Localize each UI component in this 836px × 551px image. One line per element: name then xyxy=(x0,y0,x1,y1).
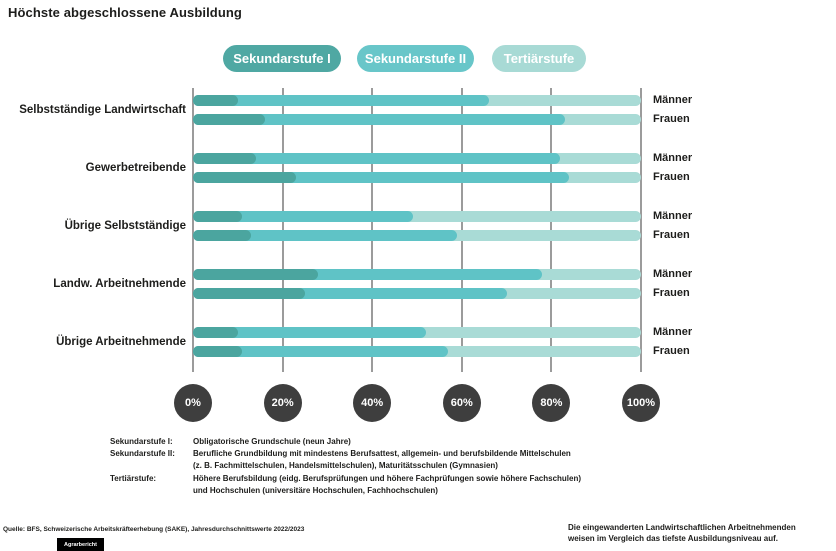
bar-segment-sekundarstufe-ii xyxy=(193,114,565,125)
legend-pill-sekundarstufe-1[interactable]: Sekundarstufe I xyxy=(223,45,341,72)
footnote-definition: Höhere Berufsbildung (eidg. Berufsprüfun… xyxy=(193,474,582,495)
footnote-definition: Obligatorische Grundschule (neun Jahre) xyxy=(193,437,351,446)
bar-segment-sekundarstufe-i xyxy=(193,269,319,280)
stacked-bar-5-männer xyxy=(193,327,641,338)
bar-segment-sekundarstufe-ii xyxy=(193,346,449,357)
bar-segment-sekundarstufe-i xyxy=(193,288,305,299)
gender-label-frauen: Frauen xyxy=(653,113,690,125)
axis-tick-20%: 20% xyxy=(263,384,302,422)
stacked-bar-3-männer xyxy=(193,211,641,222)
legend-pill-sekundarstufe-2[interactable]: Sekundarstufe II xyxy=(357,45,474,72)
category-label: Selbstständige Landwirtschaft xyxy=(19,104,186,116)
bar-segment-sekundarstufe-ii xyxy=(193,172,570,183)
gender-label-frauen: Frauen xyxy=(653,287,690,299)
legend-label: Tertiärstufe xyxy=(503,51,575,66)
category-label: Landw. Arbeitnehmende xyxy=(53,278,186,290)
stacked-bar-2-frauen xyxy=(193,172,641,183)
footnote-definition: Berufliche Grundbildung mit mindestens B… xyxy=(193,449,571,470)
bar-segment-sekundarstufe-i xyxy=(193,327,238,338)
gender-label-männer: Männer xyxy=(653,210,693,222)
footnote-term: Tertiärstufe: xyxy=(110,474,157,483)
gender-label-frauen: Frauen xyxy=(653,171,690,183)
stacked-bar-4-männer xyxy=(193,269,641,280)
legend-pill-tertiaerstufe[interactable]: Tertiärstufe xyxy=(492,45,586,72)
legend-label: Sekundarstufe II xyxy=(364,51,467,66)
gender-label-männer: Männer xyxy=(653,326,693,338)
page-title: Höchste abgeschlossene Ausbildung xyxy=(8,5,242,20)
stacked-bar-3-frauen xyxy=(193,230,641,241)
bar-segment-sekundarstufe-ii xyxy=(193,211,413,222)
gender-label-frauen: Frauen xyxy=(653,345,690,357)
category-label: Übrige Selbstständige xyxy=(64,220,186,232)
bar-segment-sekundarstufe-i xyxy=(193,153,256,164)
axis-tick-40%: 40% xyxy=(353,384,392,422)
bar-segment-sekundarstufe-i xyxy=(193,95,238,106)
bar-segment-sekundarstufe-ii xyxy=(193,95,489,106)
category-label: Übrige Arbeitnehmende xyxy=(56,336,186,348)
gridline-100% xyxy=(640,88,642,372)
gender-label-frauen: Frauen xyxy=(653,229,690,241)
gender-label-männer: Männer xyxy=(653,152,693,164)
stacked-bar-1-frauen xyxy=(193,114,641,125)
bar-segment-sekundarstufe-ii xyxy=(193,153,561,164)
gender-label-männer: Männer xyxy=(653,94,693,106)
bar-segment-sekundarstufe-ii xyxy=(193,288,507,299)
logo-text: Agrarbericht xyxy=(63,541,97,548)
gridline-0% xyxy=(192,88,194,372)
stacked-bar-5-frauen xyxy=(193,346,641,357)
axis-tick-0%: 0% xyxy=(174,384,212,422)
gender-label-männer: Männer xyxy=(653,268,693,280)
bar-segment-sekundarstufe-i xyxy=(193,114,265,125)
footnote-term: Sekundarstufe II: xyxy=(110,449,175,458)
axis-tick-60%: 60% xyxy=(442,384,481,422)
bar-segment-sekundarstufe-i xyxy=(193,172,297,183)
bar-segment-sekundarstufe-i xyxy=(193,211,243,222)
bar-segment-sekundarstufe-ii xyxy=(193,230,458,241)
footnote-term: Sekundarstufe I: xyxy=(110,437,173,446)
bar-segment-tertiärstufe xyxy=(193,211,641,222)
category-label: Gewerbetreibende xyxy=(85,162,186,174)
axis-tick-100%: 100% xyxy=(622,384,660,422)
bar-segment-sekundarstufe-i xyxy=(193,346,243,357)
bar-segment-sekundarstufe-ii xyxy=(193,269,543,280)
callout-text: Die eingewanderten Landwirtschaftlichen … xyxy=(568,523,796,543)
bar-segment-sekundarstufe-ii xyxy=(193,327,426,338)
axis-tick-80%: 80% xyxy=(532,384,571,422)
stacked-bar-1-männer xyxy=(193,95,641,106)
source-note: Quelle: BFS, Schweizerische Arbeitskräft… xyxy=(3,526,305,533)
bar-segment-sekundarstufe-i xyxy=(193,230,252,241)
stacked-bar-2-männer xyxy=(193,153,641,164)
legend-label: Sekundarstufe I xyxy=(233,51,331,66)
logo-bar: Agrarbericht xyxy=(57,538,104,551)
stacked-bar-4-frauen xyxy=(193,288,641,299)
